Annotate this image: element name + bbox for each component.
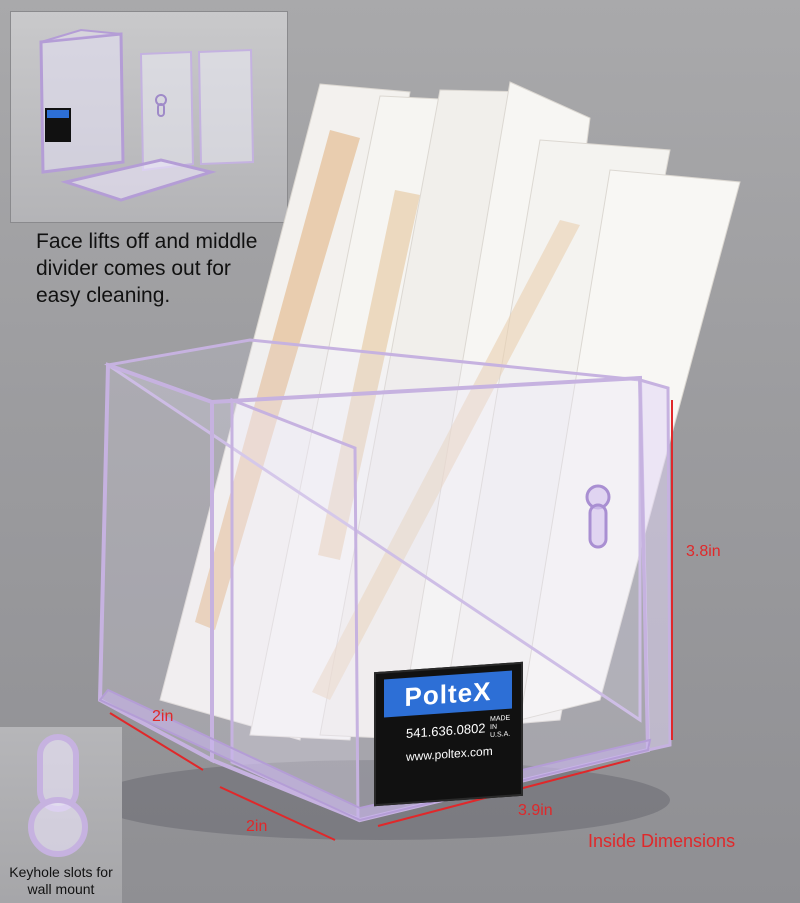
poltex-label: PolteX 541.636.0802 www.poltex.com MADE … [374, 661, 523, 807]
dimension-label-3-9in: 3.9in [518, 802, 553, 819]
acrylic-box [97, 338, 672, 823]
made-in-usa-mark: MADE IN U.S.A. [490, 714, 511, 740]
inside-dimensions-note: Inside Dimensions [588, 831, 736, 851]
label-website: www.poltex.com [406, 743, 493, 764]
keyhole-detail-inset [0, 727, 122, 903]
dimension-label-2in-b: 2in [246, 818, 268, 835]
inset-caption: Face lifts off and middle divider comes … [36, 230, 258, 307]
keyhole-icon [28, 734, 88, 857]
dimension-line-2in-a [109, 712, 204, 771]
disassembled-holder-illustration [39, 28, 255, 202]
brand-logo: PolteX [384, 670, 512, 718]
dimension-label-3-8in: 3.8in [686, 543, 721, 560]
keyhole-caption: Keyhole slots for wall mount [9, 864, 113, 897]
label-phone: 541.636.0802 [406, 720, 486, 741]
disassembled-photo-inset [10, 11, 288, 223]
dimension-line-2in-b [219, 786, 336, 841]
dimension-label-2in-a: 2in [152, 708, 174, 725]
tongue-depressor-packets [159, 81, 741, 741]
